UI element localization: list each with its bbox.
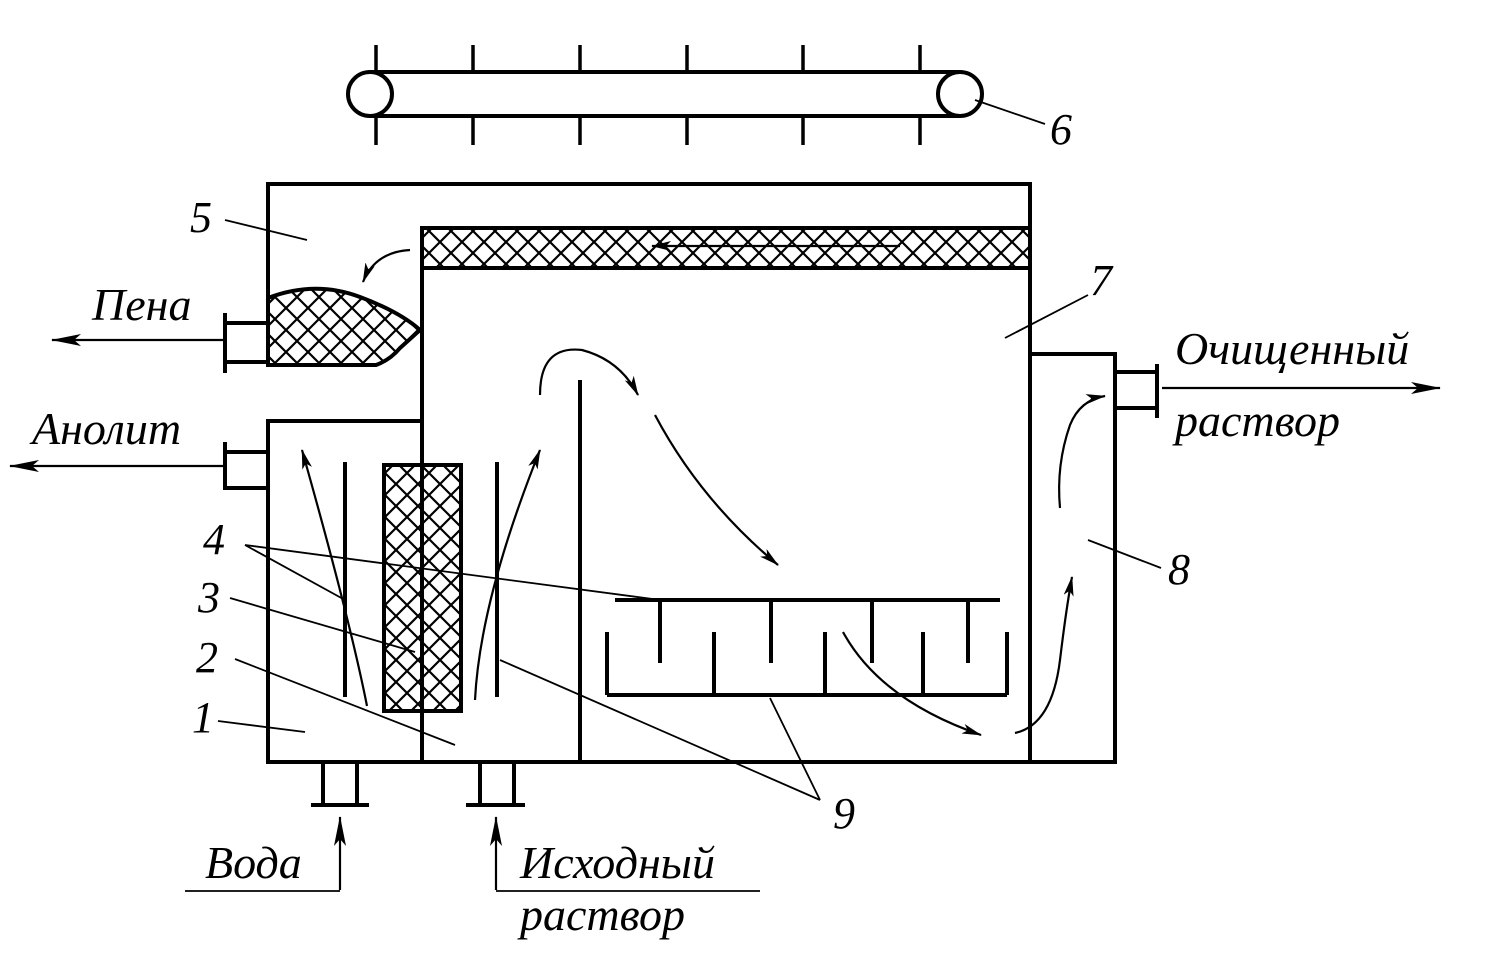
label-foam: Пена: [91, 279, 191, 330]
label-5: 5: [190, 193, 212, 242]
label-9: 9: [833, 789, 855, 838]
label-source-line1: Исходный: [519, 837, 715, 888]
foam-scraper-conveyor: [346, 45, 984, 145]
comb-electrodes: [605, 598, 1009, 697]
source-inlet-nozzle: [466, 762, 525, 807]
label-3: 3: [197, 573, 220, 622]
foam-drop-arrow: [361, 248, 411, 283]
label-2: 2: [196, 633, 218, 682]
solution-rise-arrow: [473, 449, 542, 701]
diaphragm: [382, 463, 463, 713]
label-water: Вода: [205, 837, 302, 888]
label-anolyte: Анолит: [29, 403, 181, 454]
label-source-line2: раствор: [517, 889, 685, 940]
anolyte-rise-arrow: [300, 449, 369, 707]
label-purified-line1: Очищенный: [1175, 323, 1409, 374]
chamber-rise-arrow-lower: [1014, 576, 1074, 735]
foam-collector: [266, 286, 423, 367]
label-8: 8: [1168, 545, 1190, 594]
label-6: 6: [1050, 105, 1072, 154]
label-purified-line2: раствор: [1172, 395, 1340, 446]
label-7: 7: [1090, 256, 1114, 305]
foam-layer: [420, 226, 1032, 270]
chamber-rise-arrow-upper: [1058, 394, 1106, 509]
label-4: 4: [203, 515, 225, 564]
downflow-arrow: [654, 414, 779, 566]
label-1: 1: [192, 693, 214, 742]
bottom-flow-arrow: [842, 631, 982, 737]
top-turn-arrow: [538, 348, 639, 396]
purified-outlet-nozzle: [1115, 364, 1159, 418]
foam-outlet-nozzle: [223, 313, 268, 373]
anolyte-outlet-nozzle: [223, 442, 268, 490]
water-inlet-nozzle: [311, 762, 369, 807]
